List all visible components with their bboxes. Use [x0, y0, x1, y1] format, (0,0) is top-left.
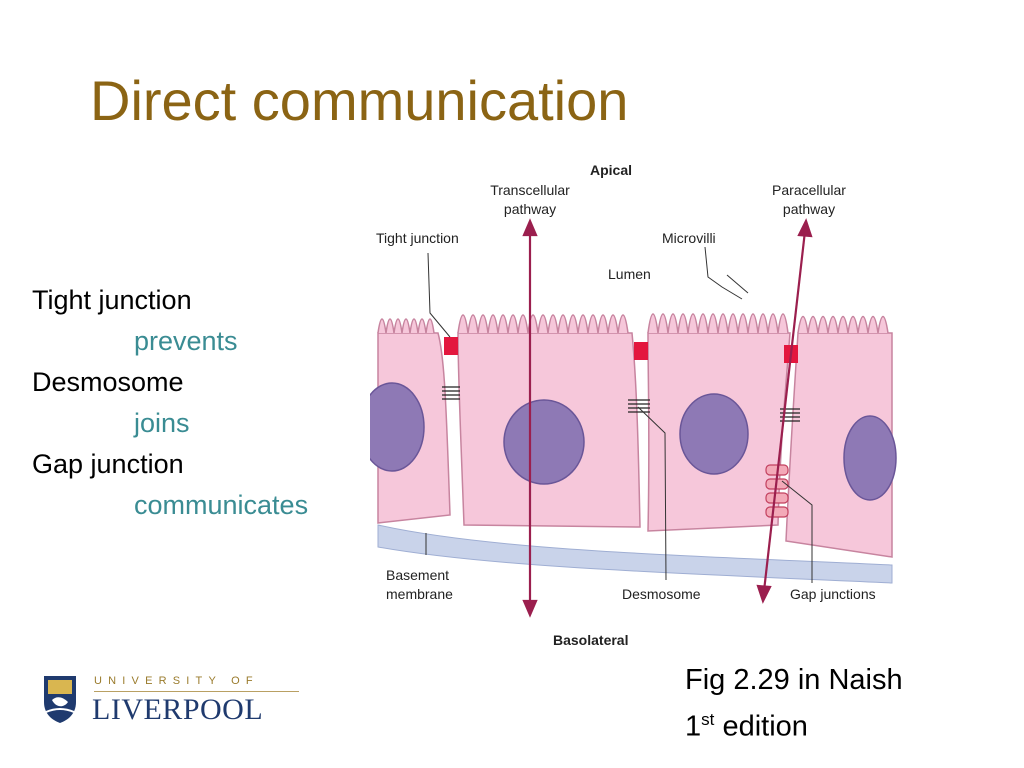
nucleus-2	[503, 399, 585, 485]
transcellular-arrow	[522, 218, 538, 618]
crest-icon	[44, 676, 76, 723]
label-paracellular-2: pathway	[783, 201, 835, 217]
slide-title: Direct communication	[90, 69, 629, 132]
university-of-text: UNIVERSITY OF	[94, 675, 259, 687]
tight-junction-2	[634, 342, 648, 360]
figure-edition: 1st edition	[685, 710, 808, 743]
basement-membrane	[377, 524, 893, 584]
label-gap-junctions: Gap junctions	[790, 586, 876, 602]
figure-source: Fig 2.29 in Naish	[685, 664, 903, 696]
label-transcellular-2: pathway	[504, 201, 556, 217]
label-basement-1: Basement	[386, 567, 449, 583]
label-desmosome: Desmosome	[622, 586, 701, 602]
nucleus-1	[370, 382, 425, 472]
label-basolateral: Basolateral	[553, 632, 628, 648]
epithelium-diagram: Apical Transcellular pathway Paracellula…	[370, 162, 897, 648]
label-microvilli: Microvilli	[662, 230, 716, 246]
desmosome-3	[780, 408, 800, 422]
label-apical: Apical	[590, 162, 632, 178]
tight-junction-1	[444, 337, 458, 355]
label-lumen: Lumen	[608, 266, 651, 282]
verb-communicates: communicates	[134, 490, 309, 520]
paracellular-arrow	[756, 218, 813, 604]
logo-divider	[94, 691, 299, 692]
label-basement-2: membrane	[386, 586, 453, 602]
label-paracellular-1: Paracellular	[772, 182, 846, 198]
term-gap-junction: Gap junction	[32, 449, 184, 479]
liverpool-text: LIVERPOOL	[92, 693, 264, 726]
verb-prevents: prevents	[134, 326, 238, 356]
verb-joins: joins	[134, 408, 190, 438]
university-logo: UNIVERSITY OF LIVERPOOL	[42, 672, 299, 728]
microvilli-4	[797, 315, 889, 334]
desmosomes	[442, 386, 800, 422]
desmosome-2	[628, 399, 650, 413]
desmosome-1	[442, 386, 460, 400]
junction-list: Tight junction prevents Desmosome joins …	[32, 280, 362, 526]
leader-lines	[425, 246, 813, 583]
term-tight-junction: Tight junction	[32, 285, 192, 315]
term-desmosome: Desmosome	[32, 367, 184, 397]
nucleus-3	[679, 393, 749, 475]
microvilli-3	[647, 313, 789, 334]
label-tight-junction: Tight junction	[376, 230, 459, 246]
microvilli-1	[377, 318, 435, 334]
label-transcellular-1: Transcellular	[490, 182, 570, 198]
nucleus-4	[843, 415, 897, 501]
figure-reference: Fig 2.29 in Naish 1st edition	[685, 660, 903, 747]
microvilli-2	[457, 314, 629, 334]
epithelial-cells	[377, 332, 893, 558]
